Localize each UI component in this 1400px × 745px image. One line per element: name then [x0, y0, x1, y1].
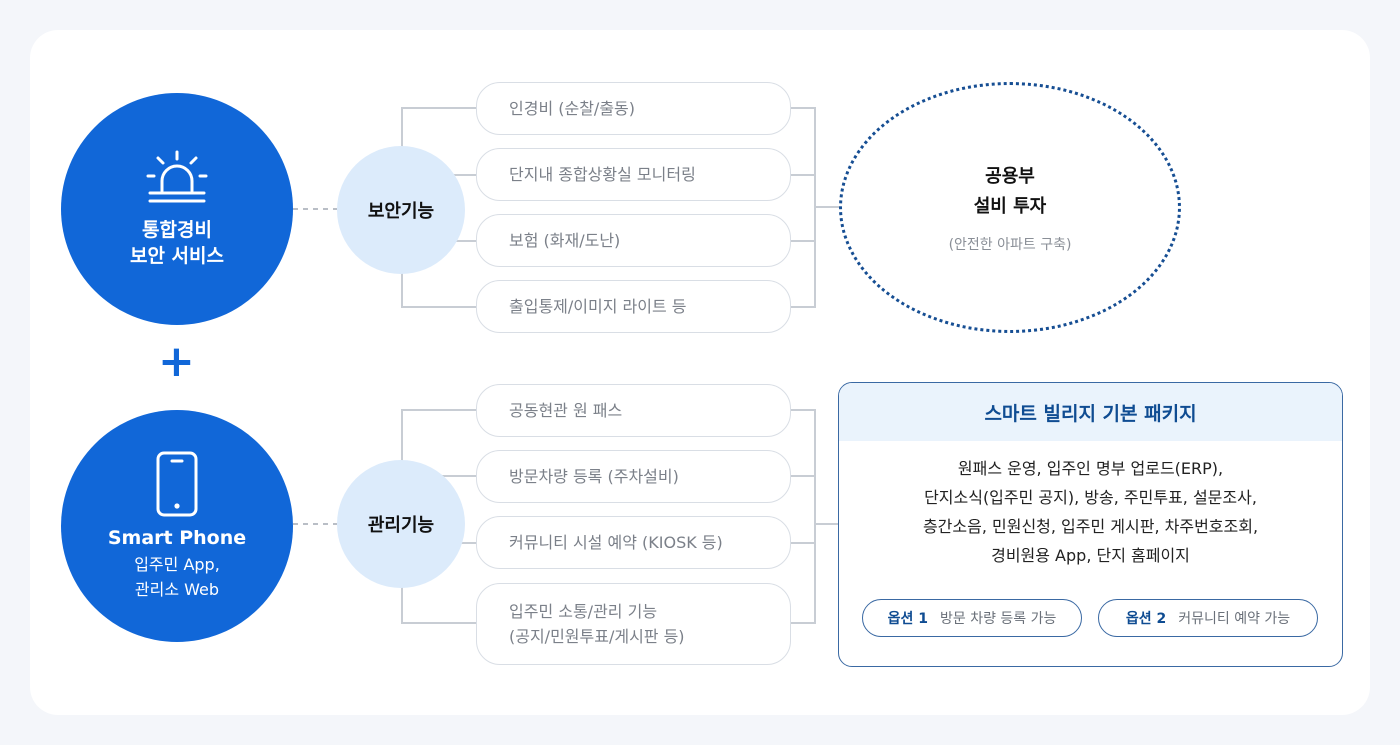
plus-sign: + [158, 336, 195, 387]
package-line: 단지소식(입주민 공지), 방송, 주민투표, 설문조사, [924, 488, 1257, 507]
security-service-title-1: 통합경비 [142, 219, 212, 241]
management-functions-circle: 관리기능 [337, 460, 465, 588]
smart-phone-circle: Smart Phone 입주민 App, 관리소 Web [61, 410, 293, 642]
smart-phone-line-3: 관리소 Web [134, 580, 220, 599]
management-item: 커뮤니티 시설 예약 (KIOSK 등) [476, 516, 791, 569]
option-2-label: 옵션 2 [1125, 611, 1167, 627]
package-line: 원패스 운영, 입주인 명부 업로드(ERP), [957, 459, 1224, 478]
management-item-label: 공동현관 원 패스 [509, 401, 623, 420]
smart-phone-line-2: 입주민 App, [134, 555, 220, 574]
management-item: 방문차량 등록 (주차설비) [476, 450, 791, 503]
option-1-text: 방문 차량 등록 가능 [940, 611, 1057, 627]
smart-phone-title: Smart Phone [107, 527, 247, 549]
security-service-circle: 통합경비 보안 서비스 [61, 93, 293, 325]
investment-title-1: 공용부 [985, 165, 1035, 187]
security-item-label: 보험 (화재/도난) [509, 231, 621, 250]
management-item-label: (공지/민원투표/게시판 등) [509, 627, 685, 646]
option-1-badge: 옵션 1 방문 차량 등록 가능 [862, 599, 1082, 637]
investment-note: (안전한 아파트 구축) [948, 236, 1072, 253]
security-item: 인경비 (순찰/출동) [476, 82, 791, 135]
security-functions-circle: 보안기능 [337, 146, 465, 274]
management-item: 입주민 소통/관리 기능 (공지/민원투표/게시판 등) [476, 583, 791, 665]
package-body: 원패스 운영, 입주인 명부 업로드(ERP), 단지소식(입주민 공지), 방… [839, 441, 1342, 570]
security-service-title-2: 보안 서비스 [129, 245, 224, 267]
alarm-light-icon [146, 150, 208, 203]
investment-title-2: 설비 투자 [973, 195, 1047, 217]
package-line: 경비원용 App, 단지 홈페이지 [991, 546, 1190, 565]
management-item: 공동현관 원 패스 [476, 384, 791, 437]
security-item-label: 단지내 종합상황실 모니터링 [509, 165, 696, 184]
options-row: 옵션 1 방문 차량 등록 가능 옵션 2 커뮤니티 예약 가능 [839, 599, 1342, 639]
option-2-text: 커뮤니티 예약 가능 [1178, 611, 1291, 627]
management-item-label: 커뮤니티 시설 예약 (KIOSK 등) [509, 533, 723, 552]
management-item-label: 방문차량 등록 (주차설비) [509, 467, 679, 486]
security-item: 보험 (화재/도난) [476, 214, 791, 267]
option-2-badge: 옵션 2 커뮤니티 예약 가능 [1098, 599, 1318, 637]
package-line: 층간소음, 민원신청, 입주민 게시판, 차주번호조회, [922, 517, 1259, 536]
option-1-label: 옵션 1 [887, 611, 928, 627]
security-item-label: 인경비 (순찰/출동) [509, 99, 636, 118]
management-item-label: 입주민 소통/관리 기능 [509, 602, 658, 621]
security-item: 출입통제/이미지 라이트 등 [476, 280, 791, 333]
investment-oval: 공용부 설비 투자 (안전한 아파트 구축) [839, 82, 1181, 333]
smartphone-icon [156, 451, 198, 517]
smart-village-package: 스마트 빌리지 기본 패키지 원패스 운영, 입주인 명부 업로드(ERP), … [838, 382, 1343, 667]
security-item: 단지내 종합상황실 모니터링 [476, 148, 791, 201]
package-title: 스마트 빌리지 기본 패키지 [839, 383, 1342, 441]
security-item-label: 출입통제/이미지 라이트 등 [509, 297, 687, 316]
